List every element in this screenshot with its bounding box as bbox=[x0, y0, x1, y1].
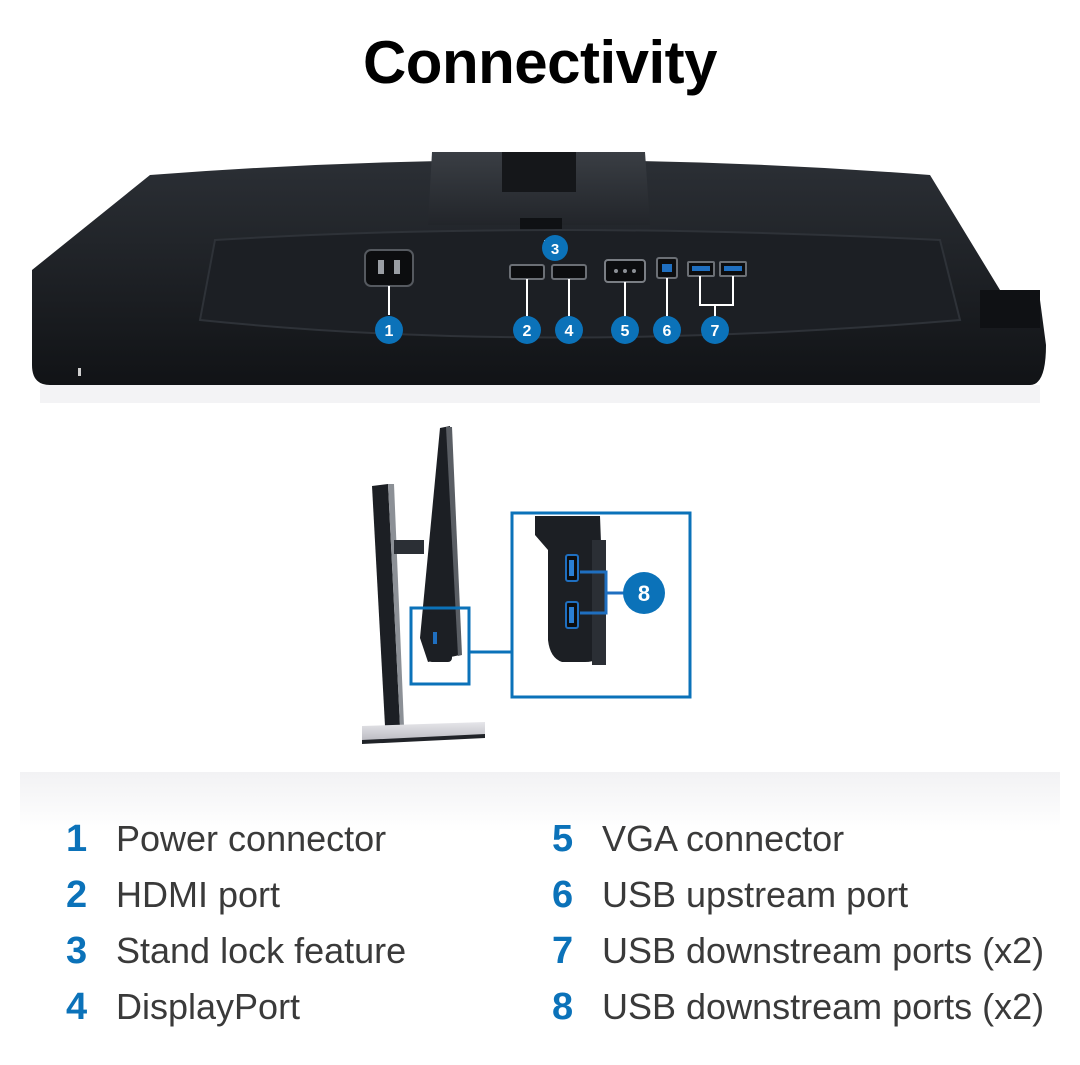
badge-8: 8 bbox=[623, 572, 665, 614]
legend-item-2: 2 HDMI port bbox=[66, 870, 280, 920]
legend-number: 1 bbox=[66, 817, 88, 860]
legend-item-7: 7 USB downstream ports (x2) bbox=[552, 926, 1044, 976]
legend-label: USB downstream ports (x2) bbox=[602, 930, 1045, 971]
monitor-rear-view: 1 2 3 4 5 6 7 bbox=[32, 152, 1046, 403]
legend-number: 6 bbox=[552, 873, 574, 916]
stand-neck bbox=[502, 152, 576, 192]
side-port-highlight bbox=[409, 606, 471, 686]
badge-3: 3 bbox=[542, 235, 568, 261]
legend-number: 3 bbox=[66, 929, 88, 972]
power-connector-port bbox=[364, 249, 414, 287]
usb-upstream-port bbox=[656, 257, 678, 279]
page-title: Connectivity bbox=[362, 29, 718, 96]
legend-number: 4 bbox=[66, 985, 88, 1028]
legend-number: 7 bbox=[552, 929, 574, 972]
badge-6-label: 6 bbox=[663, 323, 672, 340]
badge-3-label: 3 bbox=[551, 241, 559, 258]
legend-label: HDMI port bbox=[116, 874, 281, 915]
badge-2-label: 2 bbox=[523, 323, 532, 340]
legend-item-5: 5 VGA connector bbox=[552, 814, 844, 864]
stand-column bbox=[372, 484, 400, 726]
legend-item-1: 1 Power connector bbox=[66, 814, 386, 864]
badge-2: 2 bbox=[513, 316, 541, 344]
badge-1: 1 bbox=[375, 316, 403, 344]
legend-label: VGA connector bbox=[602, 818, 845, 859]
legend-item-4: 4 DisplayPort bbox=[66, 982, 300, 1032]
vga-port bbox=[604, 259, 646, 283]
badge-7-label: 7 bbox=[711, 323, 720, 340]
badge-6: 6 bbox=[653, 316, 681, 344]
legend-label: DisplayPort bbox=[116, 986, 301, 1027]
legend-background bbox=[20, 772, 1060, 832]
legend-number: 5 bbox=[552, 817, 574, 860]
badge-1-label: 1 bbox=[385, 323, 394, 340]
badge-8-label: 8 bbox=[638, 581, 650, 606]
monitor-side-view: 8 bbox=[362, 426, 692, 744]
legend-label: Power connector bbox=[116, 818, 387, 859]
inset-monitor-side bbox=[535, 516, 605, 662]
badge-5-label: 5 bbox=[621, 323, 630, 340]
legend-label: USB downstream ports (x2) bbox=[602, 986, 1045, 1027]
legend-item-3: 3 Stand lock feature bbox=[66, 926, 406, 976]
callout-lines bbox=[388, 240, 734, 317]
badge-4-label: 4 bbox=[565, 323, 574, 340]
badge-5: 5 bbox=[611, 316, 639, 344]
badge-7: 7 bbox=[701, 316, 729, 344]
legend-item-8: 8 USB downstream ports (x2) bbox=[552, 982, 1044, 1032]
badge-4: 4 bbox=[555, 316, 583, 344]
legend-label: Stand lock feature bbox=[116, 930, 407, 971]
legend-number: 8 bbox=[552, 985, 574, 1028]
legend-number: 2 bbox=[66, 873, 88, 916]
displayport-port bbox=[551, 264, 587, 280]
legend-item-6: 6 USB upstream port bbox=[552, 870, 908, 920]
legend-label: USB upstream port bbox=[602, 874, 909, 915]
hdmi-port bbox=[509, 264, 545, 280]
